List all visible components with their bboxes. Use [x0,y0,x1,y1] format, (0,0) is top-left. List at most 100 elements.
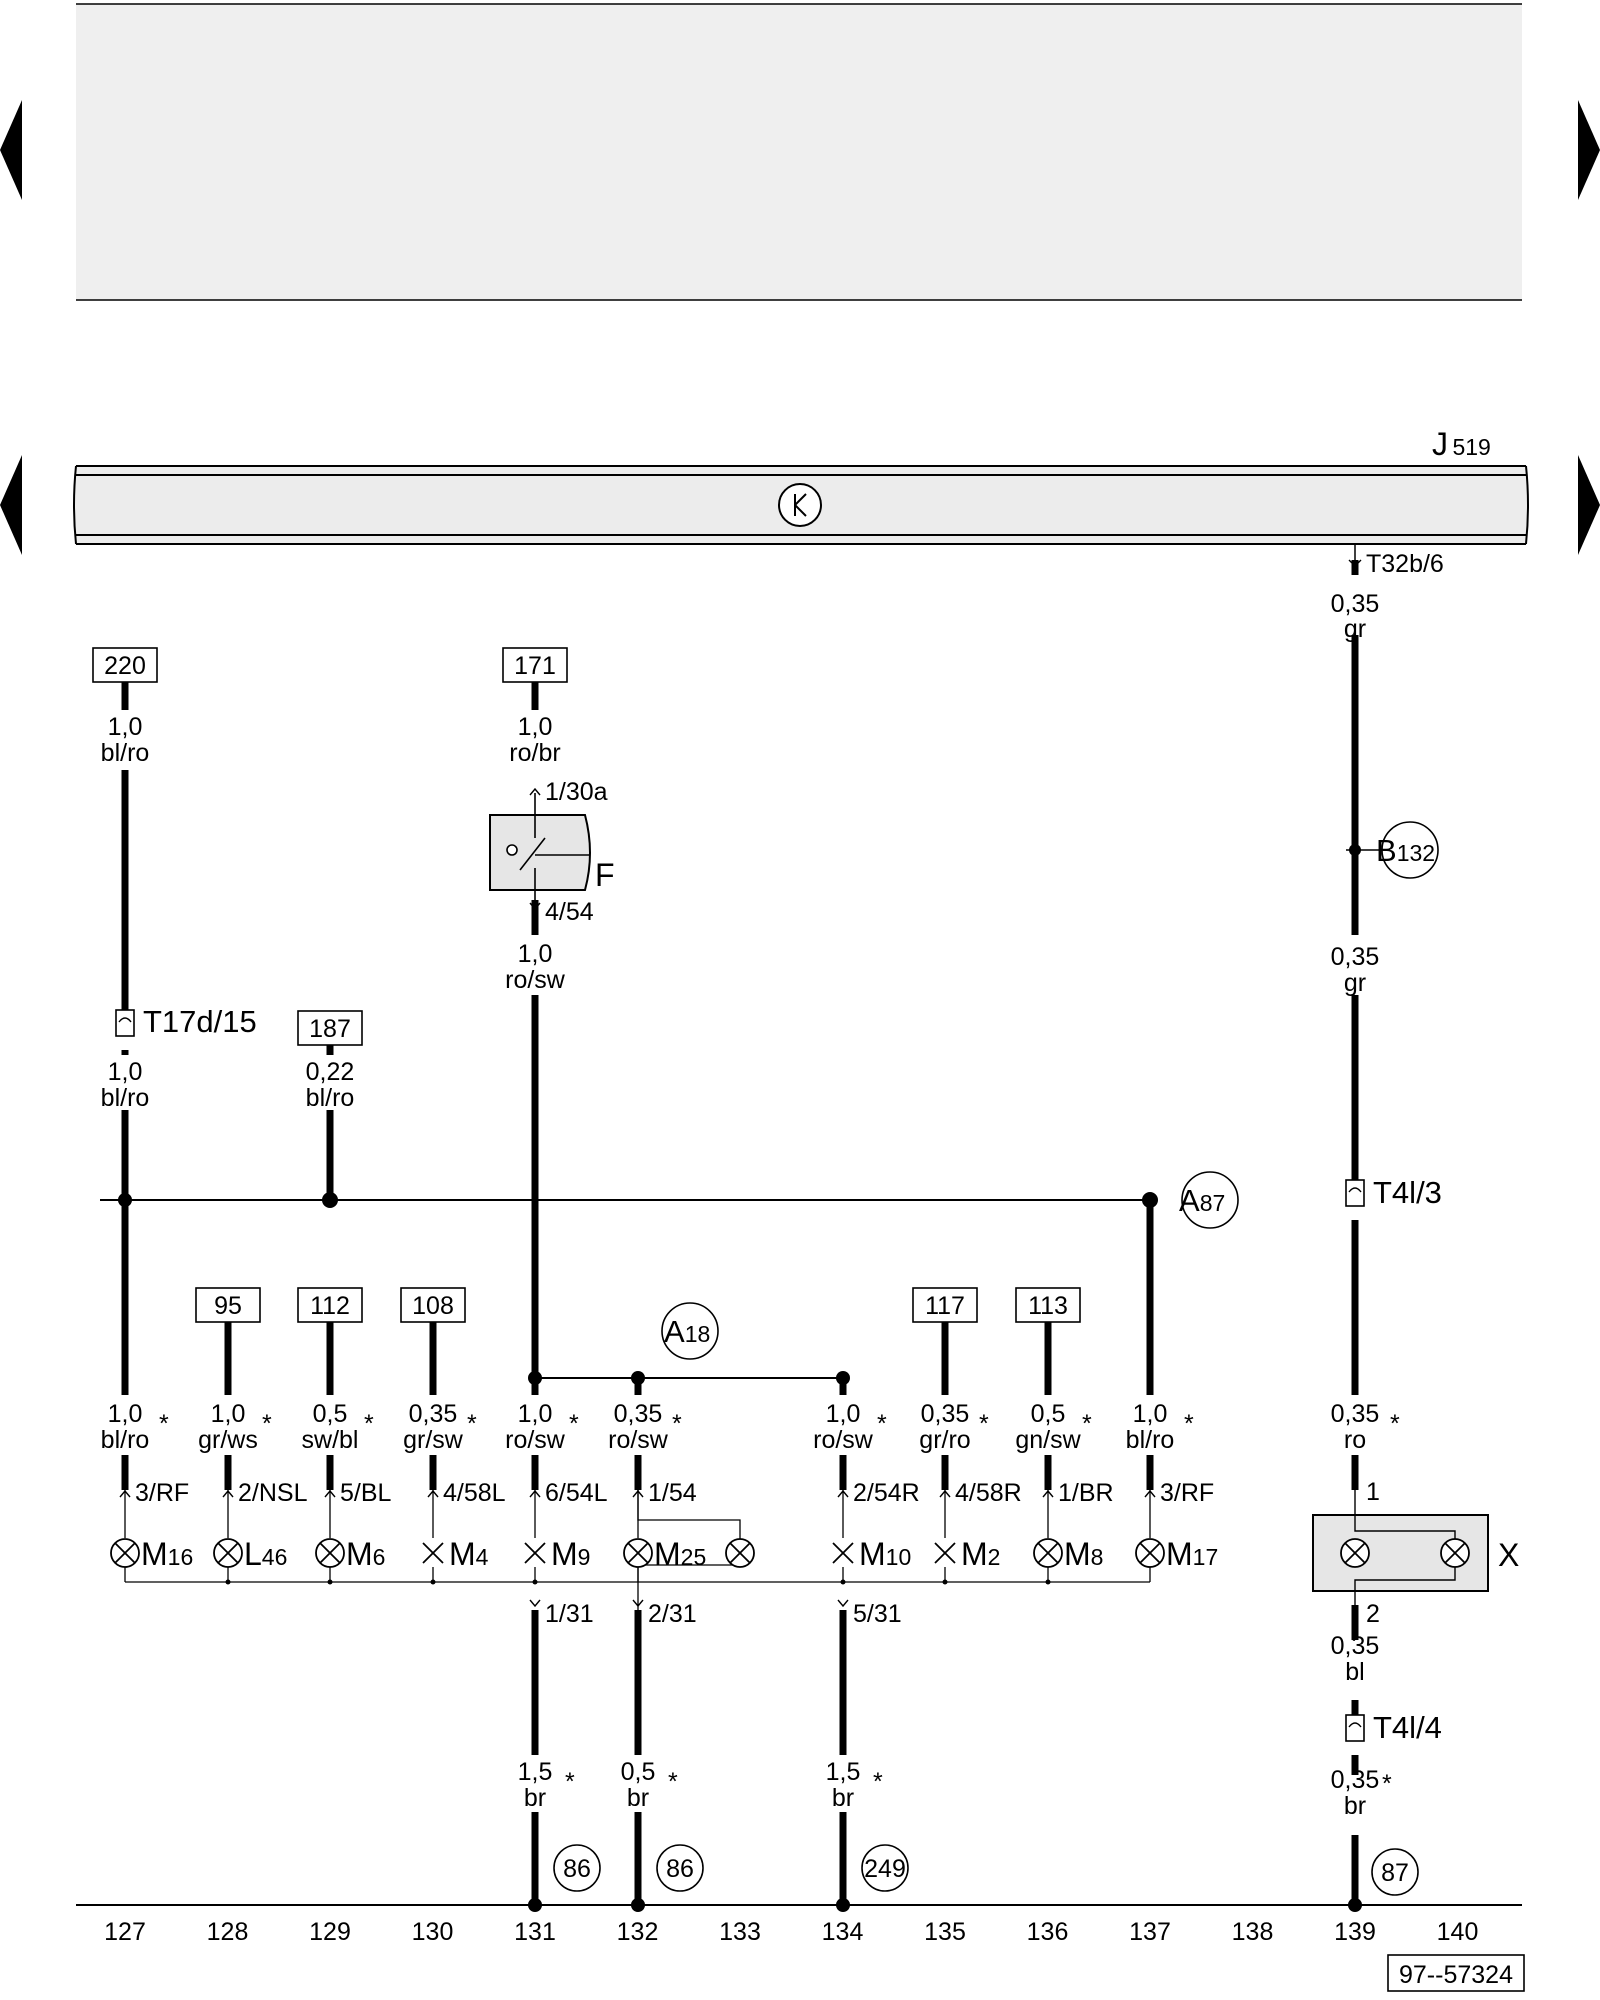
connector-t17d: T17d/15 [143,1004,257,1039]
ref-box-171[interactable] [502,647,568,683]
lamp-label: M4 [449,1536,489,1572]
lamp-icon [623,1538,653,1568]
branch-pin: 5/BL [340,1479,392,1507]
branch-star: * [1184,1410,1194,1438]
lamp-icon [524,1542,546,1564]
lamp-x-pin-top: 1 [1366,1478,1380,1506]
wire-size-139d: 0,35 [1331,1632,1380,1660]
lamp-icon-x1 [1340,1538,1370,1568]
wire-size-187: 0,22 [306,1058,355,1086]
wire-color-171: ro/br [509,739,560,767]
ground-wire-size: 1,5 [826,1758,861,1786]
branch-wire-color: ro/sw [505,1426,566,1454]
column-number: 129 [309,1918,351,1946]
light-switch-f-icon[interactable] [489,814,591,891]
wire-size-139a: 0,35 [1331,590,1380,618]
wire-color-187: bl/ro [306,1084,355,1112]
branch-star: * [467,1410,477,1438]
wire-size-139e: 0,35 [1331,1766,1380,1794]
column-number: 135 [924,1918,966,1946]
ref-label-112: 112 [310,1292,350,1320]
wire-size-t17d: 1,0 [108,1058,143,1086]
ground-pin: 5/31 [853,1600,902,1628]
ground-star: * [873,1768,883,1796]
ground-wire-color: br [524,1784,546,1812]
branch-wire-color: ro/sw [608,1426,669,1454]
column-number: 138 [1232,1918,1274,1946]
branch-pin: 4/58R [955,1479,1022,1507]
column-number: 130 [412,1918,454,1946]
branch-wire-color: gr/ro [919,1426,970,1454]
wire-size-220: 1,0 [108,713,143,741]
lamp-label: L46 [244,1536,287,1572]
next-page-arrow-bottom[interactable] [1578,455,1600,555]
prev-page-arrow-bottom[interactable] [0,455,22,555]
branch-wire-size: 1,0 [211,1400,246,1428]
branch-wire-color: bl/ro [1126,1426,1175,1454]
switch-name: F [595,857,615,893]
lamp-icon [315,1538,345,1568]
electronic-symbol-icon [778,483,822,527]
ground-pin: 1/31 [545,1600,594,1628]
control-module-bar [73,465,1529,545]
switch-contact-icon [506,793,590,905]
lamp-icon [832,1542,854,1564]
column-number: 140 [1437,1918,1479,1946]
wire-color-139b: gr [1344,969,1366,997]
ground-point-label: 87 [1381,1859,1409,1887]
ref-label-117: 117 [925,1292,965,1320]
lamp-label: M10 [859,1536,911,1572]
branch-wire-color: gr/ws [198,1426,258,1454]
prev-page-arrow-top[interactable] [0,100,22,200]
branch-wire-color: bl/ro [101,1426,150,1454]
branch-wire-color: sw/bl [302,1426,359,1454]
wires [121,560,1359,1905]
wire-color-139a: gr [1344,615,1366,643]
connector-t4l4: T4l/4 [1373,1710,1442,1745]
wire-color-139e: br [1344,1792,1366,1820]
lamp-icon [213,1538,243,1568]
ground-pin: 2/31 [648,1600,697,1628]
ground-point-label: 86 [563,1855,591,1883]
branch-pin: 1/54 [648,1479,697,1507]
next-page-arrow-top[interactable] [1578,100,1600,200]
branch-wire-size: 1,0 [518,1400,553,1428]
wire-size-f-out: 1,0 [518,940,553,968]
node-circles [661,821,1439,1360]
branch-pin: 6/54L [545,1479,608,1507]
branch-wire-color: gr/sw [403,1426,464,1454]
ref-label-187: 187 [309,1015,351,1043]
wire-color-139c: ro [1344,1426,1366,1454]
module-label: J 519 [1432,426,1491,462]
branch-star: * [877,1410,887,1438]
lamp-icon-x2 [1440,1538,1470,1568]
ref-box-112[interactable] [297,1287,363,1323]
ref-box-108[interactable] [400,1287,466,1323]
wire-star-139e: * [1382,1770,1392,1798]
diagram-id-box [1387,1954,1525,1992]
lamp-label: M6 [346,1536,385,1572]
column-number: 128 [207,1918,249,1946]
node-a18: A18 [664,1314,710,1349]
junctions [118,844,1362,1912]
ref-box-187[interactable] [297,1010,363,1046]
ref-label-220: 220 [104,652,146,680]
lamp-x-pin-bottom: 2 [1366,1600,1380,1628]
ground-star: * [668,1768,678,1796]
column-number: 136 [1027,1918,1069,1946]
connector-t4l3: T4l/3 [1373,1175,1442,1210]
ref-box-117[interactable] [912,1287,978,1323]
branch-star: * [979,1410,989,1438]
ref-box-95[interactable] [195,1287,261,1323]
branch-wire-color: ro/sw [813,1426,874,1454]
branch-wire-size: 0,35 [614,1400,663,1428]
branch-wire-size: 0,5 [313,1400,348,1428]
wire-size-139c: 0,35 [1331,1400,1380,1428]
ground-point-label: 86 [666,1855,694,1883]
ref-box-220[interactable] [92,647,158,683]
wire-color-t17d: bl/ro [101,1084,150,1112]
branch-star: * [159,1410,169,1438]
column-number: 137 [1129,1918,1171,1946]
ref-box-113[interactable] [1015,1287,1081,1323]
